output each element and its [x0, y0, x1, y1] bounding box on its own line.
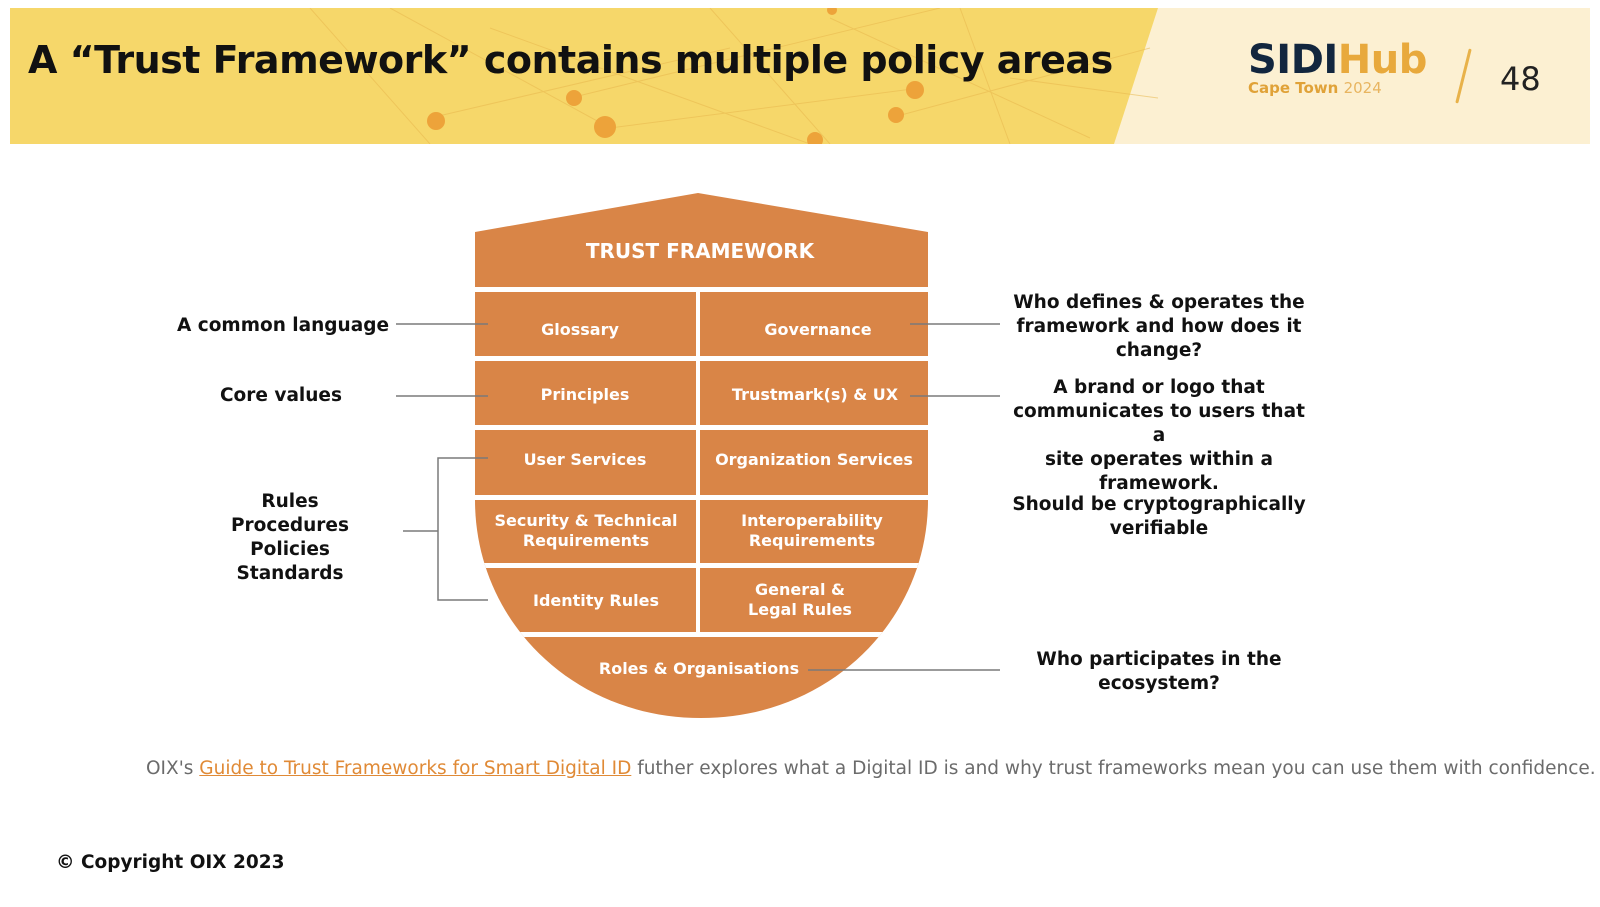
cell-interop-line-2: Requirements	[749, 531, 875, 550]
connector-rules-bracket	[437, 457, 488, 601]
note-core-values: Core values	[219, 385, 342, 406]
logo-sidi-text: SIDI	[1248, 37, 1338, 83]
slide-title: A “Trust Framework” contains multiple po…	[28, 38, 1113, 82]
shield-dividers	[475, 287, 928, 637]
note-participants-line: ecosystem?	[1098, 673, 1220, 694]
header-background	[10, 8, 1590, 144]
note-crypto: Should be cryptographically verifiable	[1004, 493, 1314, 541]
cell-security-line-1: Security & Technical	[495, 511, 678, 530]
footer-suffix: futher explores what a Digital ID is and…	[631, 758, 1596, 779]
cell-user-services: User Services	[524, 450, 647, 469]
note-participants-line: Who participates in the	[1036, 649, 1282, 670]
logo-year: 2024	[1343, 79, 1382, 97]
note-governance: Who defines & operates the framework and…	[1004, 291, 1314, 363]
cell-governance: Governance	[764, 320, 871, 339]
cell-trustmarks: Trustmark(s) & UX	[732, 385, 899, 404]
note-crypto-line: verifiable	[1109, 518, 1209, 539]
logo-city: Cape Town	[1248, 79, 1339, 97]
note-governance-line: framework and how does it	[1016, 316, 1302, 337]
sidi-hub-logo: SIDIHub Cape Town 2024	[1248, 38, 1427, 97]
note-brand: A brand or logo that communicates to use…	[1004, 376, 1314, 496]
cell-roles-organisations: Roles & Organisations	[599, 659, 799, 678]
connector-lines	[396, 323, 1000, 671]
note-rules-group: Rules Procedures Policies Standards	[210, 490, 370, 586]
cell-organization-services: Organization Services	[715, 450, 913, 469]
copyright-notice: © Copyright OIX 2023	[56, 852, 285, 873]
note-common-language: A common language	[177, 315, 389, 336]
shield-title: TRUST FRAMEWORK	[586, 239, 816, 263]
note-crypto-line: Should be cryptographically	[1012, 494, 1306, 515]
logo-wordmark: SIDIHub	[1248, 38, 1427, 82]
cell-interop-line-1: Interoperability	[741, 511, 883, 530]
note-policies: Policies	[250, 539, 330, 560]
slide-header: A “Trust Framework” contains multiple po…	[10, 8, 1590, 144]
note-standards: Standards	[236, 563, 344, 584]
note-participants: Who participates in the ecosystem?	[1004, 648, 1314, 696]
logo-subtitle: Cape Town 2024	[1248, 79, 1427, 97]
cell-security-line-2: Requirements	[523, 531, 649, 550]
cell-general-line-2: Legal Rules	[748, 600, 852, 619]
footer-reference: OIX's Guide to Trust Frameworks for Smar…	[146, 758, 1596, 779]
footer-prefix: OIX's	[146, 758, 200, 779]
note-rules: Rules	[261, 491, 319, 512]
logo-hub-text: Hub	[1337, 37, 1428, 83]
note-brand-line: site operates within a	[1044, 449, 1274, 470]
header-network-lines	[309, 8, 1159, 144]
note-brand-line: framework.	[1099, 473, 1219, 494]
note-governance-line: change?	[1115, 340, 1203, 361]
note-brand-line: A brand or logo that	[1053, 377, 1265, 398]
note-procedures: Procedures	[230, 515, 349, 536]
header-network-dots	[427, 8, 924, 144]
cell-general-line-1: General &	[755, 580, 845, 599]
cell-glossary: Glossary	[541, 320, 619, 339]
cell-principles: Principles	[541, 385, 630, 404]
note-governance-line: Who defines & operates the	[1013, 292, 1305, 313]
header-yellow-panel	[10, 8, 1158, 144]
guide-link[interactable]: Guide to Trust Frameworks for Smart Digi…	[199, 758, 632, 779]
shield-shape	[475, 193, 928, 718]
cell-identity-rules: Identity Rules	[533, 591, 659, 610]
note-brand-line: communicates to users that a	[1013, 401, 1305, 446]
page-number: 48	[1500, 60, 1541, 98]
